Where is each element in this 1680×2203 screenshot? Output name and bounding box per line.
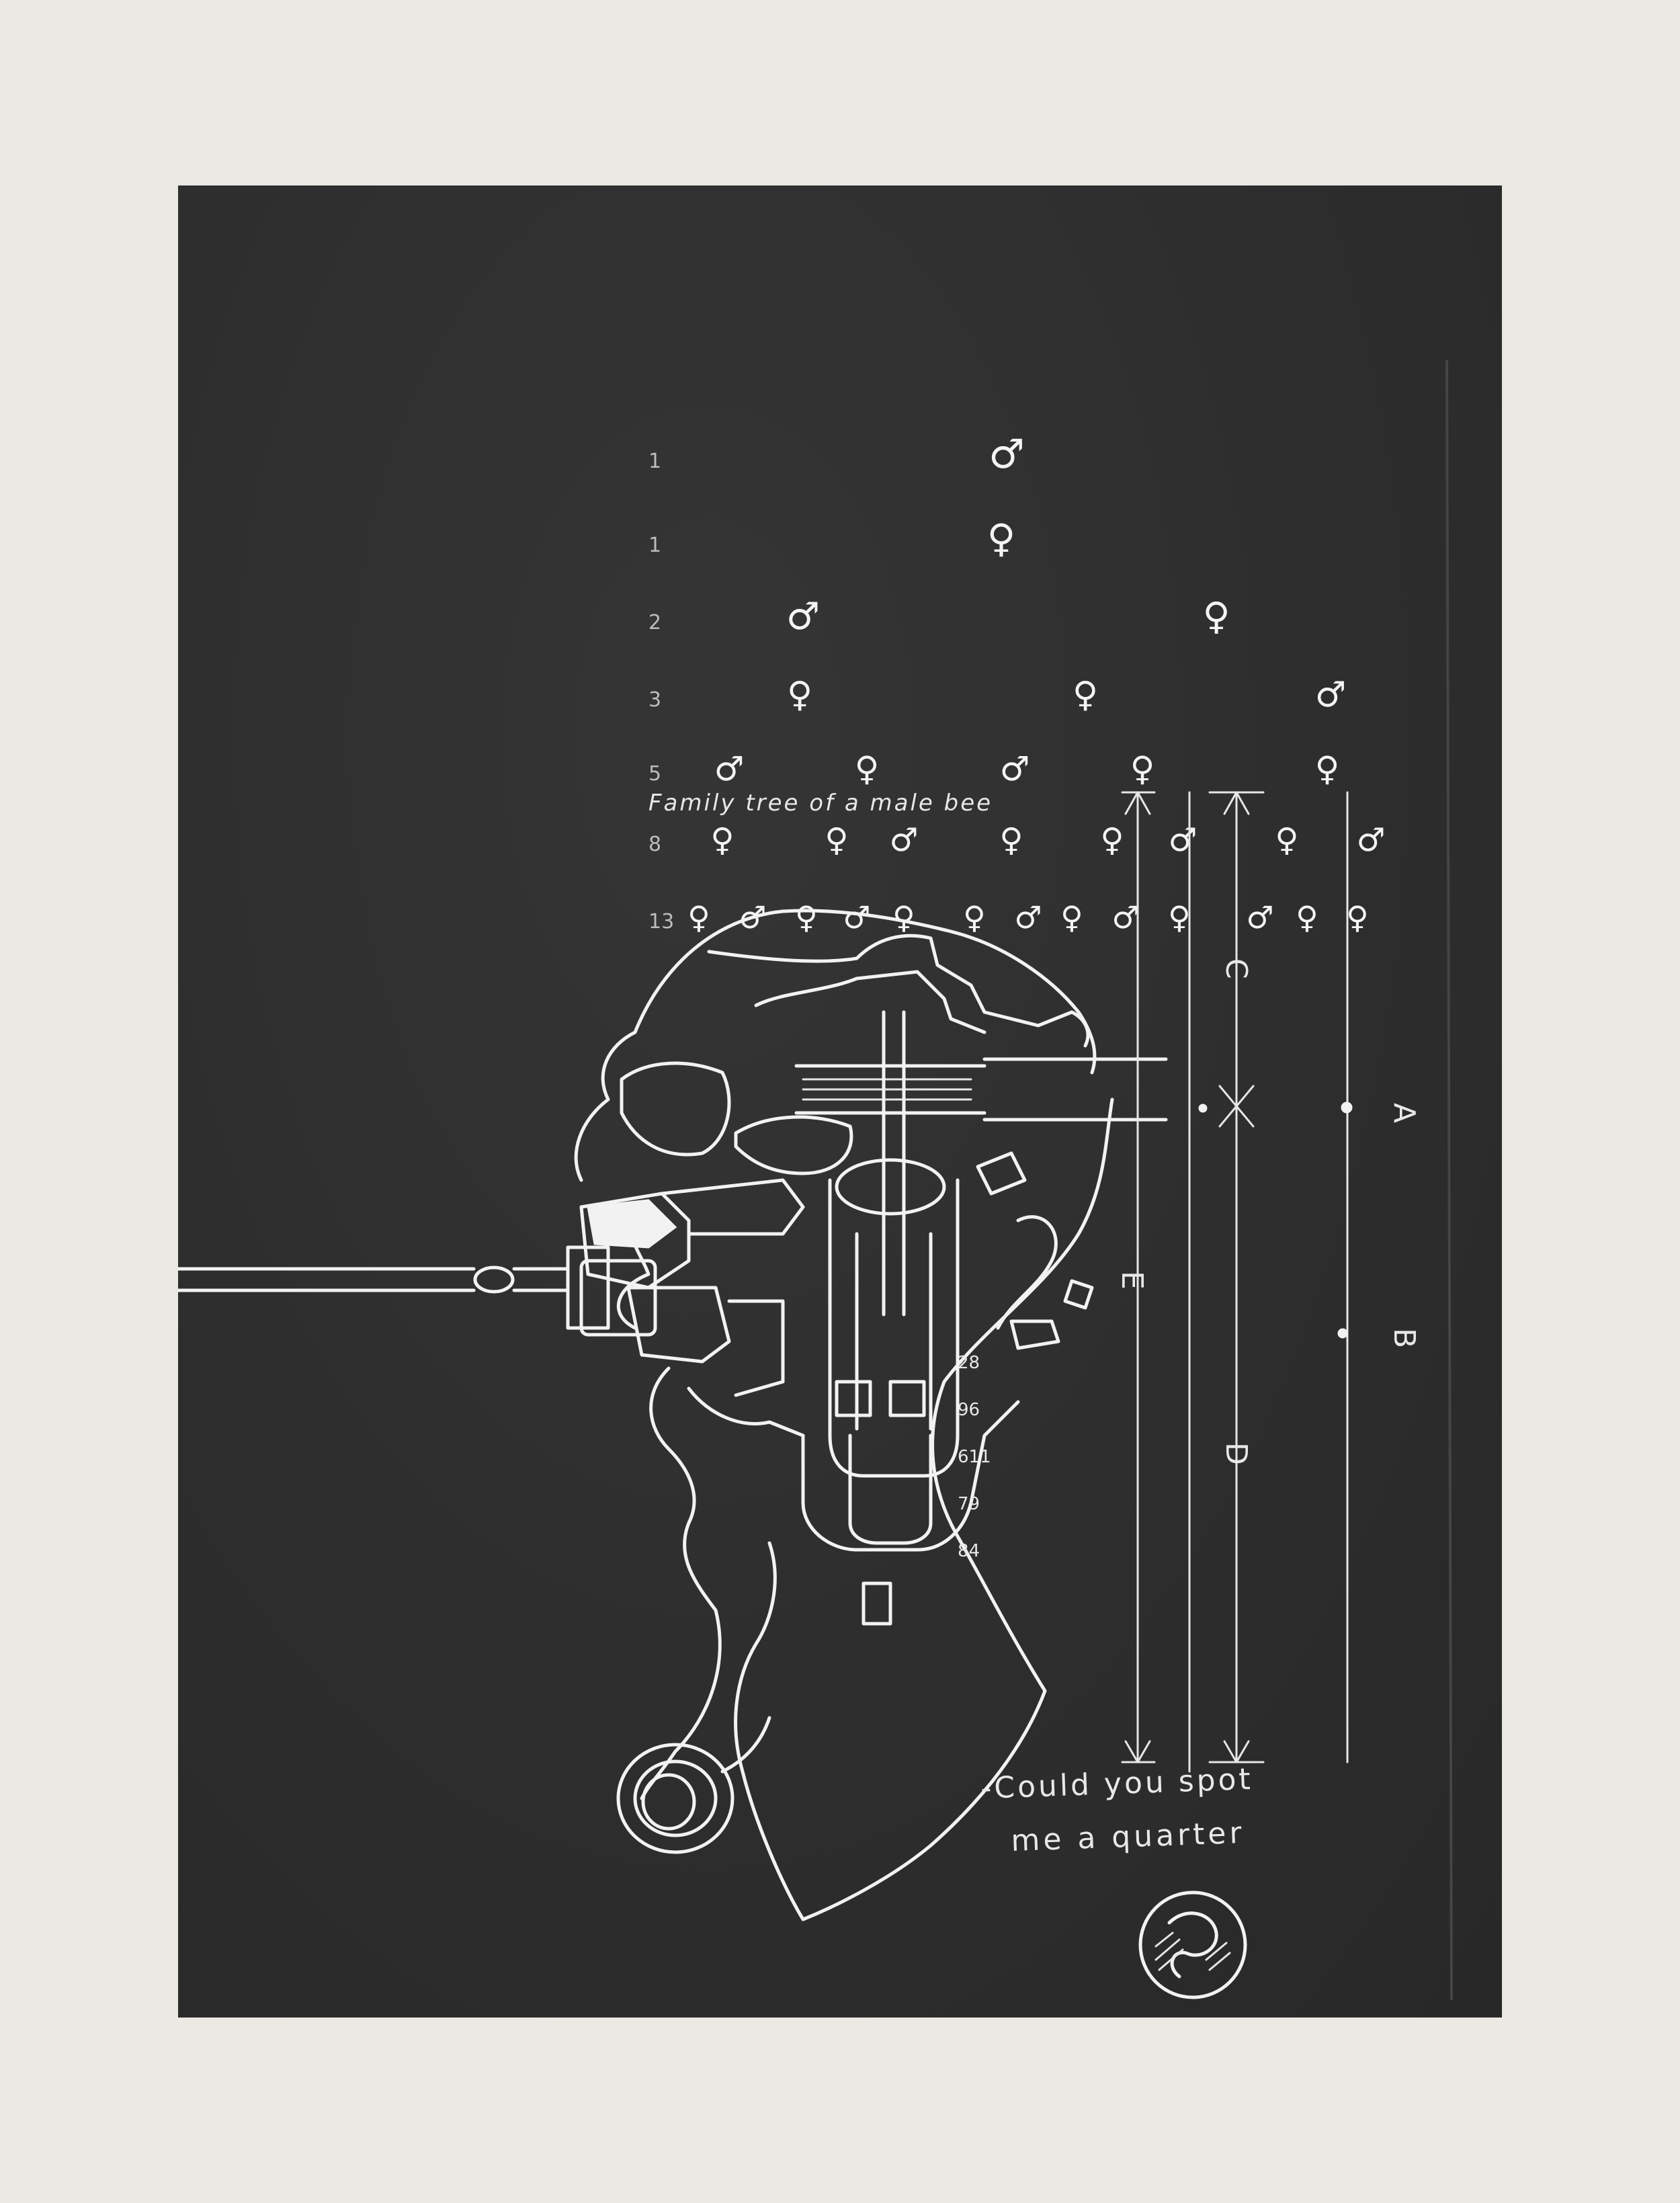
shaded-block: [587, 1199, 677, 1249]
female-symbol-icon: ♀: [1346, 899, 1369, 936]
female-symbol-icon: ♀: [795, 899, 818, 936]
head-silhouette: [574, 909, 1114, 1921]
drawing-canvas: 1♂1♀2♂♀3♀♀♂5♂♀♂♀♀8♀♀♂♀♀♂♀♂13♀♂♀♂♀♀♂♀♂♀♂♀…: [178, 360, 1453, 2001]
male-symbol-icon: ♂: [1000, 749, 1030, 788]
signature-monogram: [1138, 1890, 1247, 1999]
number-item: 96: [958, 1400, 980, 1420]
male-symbol-icon: ♂: [1246, 899, 1273, 936]
female-symbol-icon: ♀: [1275, 821, 1298, 859]
quote-line-2: me a quarter: [1011, 1816, 1246, 1858]
generation-count: 8: [648, 833, 661, 856]
number-item: 84: [958, 1541, 980, 1561]
female-symbol-icon: ♀: [987, 515, 1015, 561]
generation-count: 13: [648, 910, 674, 933]
number-item: 28: [958, 1353, 980, 1373]
female-symbol-icon: ♀: [892, 899, 915, 936]
female-symbol-icon: ♀: [787, 675, 812, 715]
generation-count: 2: [648, 611, 661, 634]
female-symbol-icon: ♀: [710, 821, 734, 859]
female-symbol-icon: ♀: [855, 749, 880, 788]
generation-count: 1: [648, 450, 661, 473]
female-symbol-icon: ♀: [963, 899, 986, 936]
female-symbol-icon: ♀: [1168, 899, 1191, 936]
female-symbol-icon: ♀: [1073, 675, 1098, 715]
female-symbol-icon: ♀: [1202, 595, 1230, 638]
male-symbol-icon: ♂: [889, 821, 918, 859]
dimension-label-e: E: [1115, 1271, 1149, 1290]
quote-line-1: -Could you spot: [980, 1762, 1254, 1806]
dimension-label-b: B: [1387, 1328, 1421, 1348]
generation-count: 5: [648, 762, 661, 786]
male-symbol-icon: ♂: [1315, 675, 1347, 715]
male-symbol-icon: ♂: [843, 899, 870, 936]
male-symbol-icon: ♂: [989, 431, 1025, 478]
female-symbol-icon: ♀: [1315, 749, 1340, 788]
female-symbol-icon: ♀: [999, 821, 1023, 859]
female-symbol-icon: ♀: [825, 821, 848, 859]
female-symbol-icon: ♀: [1100, 821, 1124, 859]
chalkboard-sheet: 1♂1♀2♂♀3♀♀♂5♂♀♂♀♀8♀♀♂♀♀♂♀♂13♀♂♀♂♀♀♂♀♂♀♂♀…: [178, 185, 1502, 2018]
number-column: 28 96 611 79 84: [958, 1353, 991, 1561]
coil-knob: [616, 1743, 734, 1854]
family-tree: 1♂1♀2♂♀3♀♀♂5♂♀♂♀♀8♀♀♂♀♀♂♀♂13♀♂♀♂♀♀♂♀♂♀♂♀…: [648, 431, 1386, 936]
female-symbol-icon: ♀: [687, 899, 710, 936]
number-item: 79: [958, 1494, 980, 1514]
machine-drawing: [178, 909, 1168, 1921]
male-symbol-icon: ♂: [1168, 821, 1197, 859]
female-symbol-icon: ♀: [1296, 899, 1318, 936]
male-symbol-icon: ♂: [714, 749, 745, 788]
dimension-label-a: A: [1387, 1103, 1421, 1123]
family-tree-caption: Family tree of a male bee: [648, 790, 993, 817]
dimension-label-c: C: [1219, 958, 1253, 979]
female-symbol-icon: ♀: [1130, 749, 1155, 788]
generation-count: 3: [648, 688, 661, 712]
dimension-label-d: D: [1219, 1442, 1253, 1465]
male-symbol-icon: ♂: [786, 595, 820, 638]
number-item: 611: [958, 1447, 991, 1467]
generation-count: 1: [648, 534, 661, 557]
male-symbol-icon: ♂: [1111, 899, 1139, 936]
dimension-lines: E C D A B: [1115, 360, 1453, 2001]
male-symbol-icon: ♂: [1356, 821, 1385, 859]
female-symbol-icon: ♀: [1060, 899, 1083, 936]
male-symbol-icon: ♂: [1014, 899, 1042, 936]
